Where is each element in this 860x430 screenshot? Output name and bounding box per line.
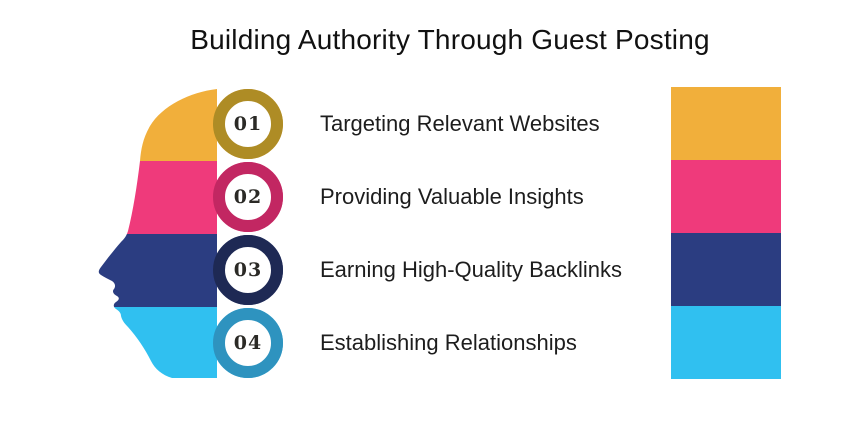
step-label-4: Establishing Relationships xyxy=(320,330,577,355)
legend-segment-4 xyxy=(671,306,781,379)
step-ring-2 xyxy=(213,162,283,232)
step-ring-3 xyxy=(213,235,283,305)
step-number-4: 04 xyxy=(233,332,263,354)
step-ring-4 xyxy=(213,308,283,378)
head-band-2 xyxy=(98,161,217,234)
head-band-3 xyxy=(98,234,217,307)
page-title: Building Authority Through Guest Posting xyxy=(190,24,710,55)
legend-segment-1 xyxy=(671,87,781,160)
legend-segment-3 xyxy=(671,233,781,306)
step-number-2: 02 xyxy=(233,186,263,208)
step-label-1: Targeting Relevant Websites xyxy=(320,111,600,136)
legend-segment-2 xyxy=(671,160,781,233)
color-legend-bar xyxy=(671,87,781,379)
head-silhouette xyxy=(98,89,217,378)
head-band-1 xyxy=(98,89,217,161)
step-ring-1 xyxy=(213,89,283,159)
step-label-3: Earning High-Quality Backlinks xyxy=(320,257,623,282)
step-number-1: 01 xyxy=(233,113,263,135)
head-band-4 xyxy=(98,307,217,378)
step-number-3: 03 xyxy=(233,259,263,281)
step-label-2: Providing Valuable Insights xyxy=(320,184,584,209)
